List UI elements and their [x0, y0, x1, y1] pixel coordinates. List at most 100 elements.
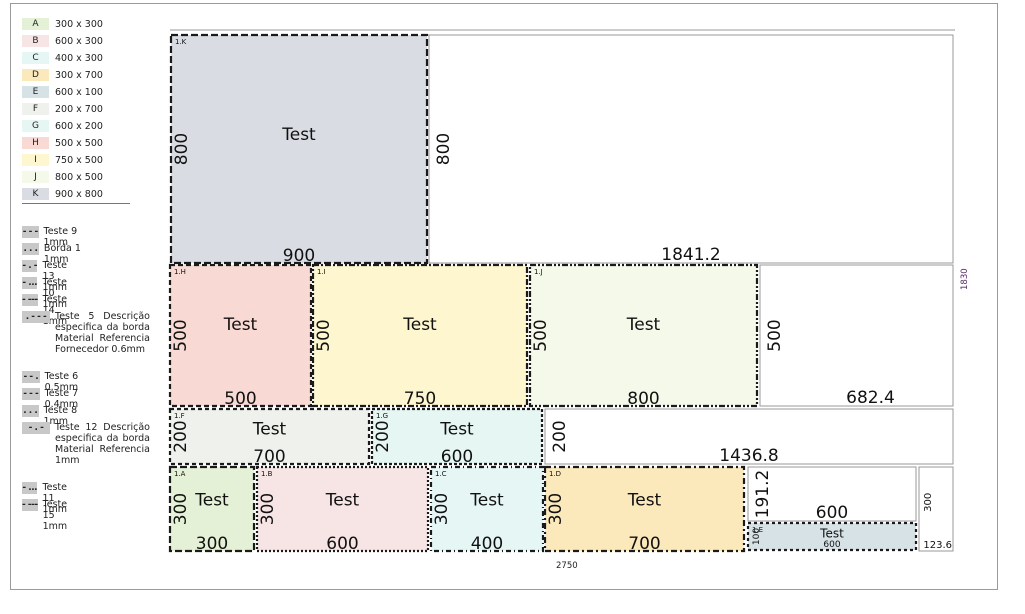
piece-1a: [168, 465, 256, 553]
edge-pattern-icon: . - - -: [22, 311, 50, 323]
piece-height-dim: 300: [258, 493, 278, 525]
piece-name-label: Test: [194, 491, 229, 511]
piece-name-label: Test: [819, 527, 844, 541]
piece-width-dim: 600: [823, 540, 840, 550]
offcut-height-dim: 191.2: [753, 470, 773, 519]
legend-piece-f: F 200 x 700: [22, 102, 103, 116]
piece-id-label: 1.H: [174, 268, 186, 276]
piece-id-label: 1.A: [174, 470, 186, 478]
legend-piece-g: G 600 x 200: [22, 119, 103, 133]
offcut-area: [759, 264, 954, 407]
edge-pattern-icon: - ---: [22, 294, 38, 306]
piece-name-label: Test: [281, 125, 316, 145]
edge-pattern-icon: - . -: [22, 260, 38, 272]
legend-swatch: G: [22, 120, 49, 132]
piece-1g: [370, 407, 544, 466]
piece-1j: [528, 263, 759, 408]
offcut-area: [747, 466, 917, 522]
legend-swatch: B: [22, 35, 49, 47]
legend-piece-size: 600 x 200: [55, 120, 103, 132]
edge-pattern-icon: - ---: [22, 499, 38, 511]
edge-pattern-icon: - ...: [22, 482, 38, 494]
legend-edge-item: - - - Teste 7 0.4mm: [22, 388, 89, 410]
edge-description: Teste 11 1mm: [42, 482, 68, 515]
edge-description: Teste 14 1mm: [42, 294, 68, 327]
piece-height-dim: 200: [171, 420, 191, 452]
legend-edge-item: - - .Teste 6 0.5mm: [22, 371, 89, 393]
piece-width-dim: 600: [326, 534, 358, 553]
legend-piece-size: 750 x 500: [55, 154, 103, 166]
legend-piece-d: D 300 x 700: [22, 68, 103, 82]
legend-piece-size: 400 x 300: [55, 52, 103, 64]
piece-id-label: 1.E: [752, 526, 763, 534]
edge-description: Teste 15 1mm: [42, 499, 68, 532]
piece-name-label: Test: [402, 315, 437, 335]
legend-swatch: F: [22, 103, 49, 115]
edge-description: Teste 5 Descrição especifica da borda Ma…: [55, 311, 150, 355]
piece-id-label: 1.C: [435, 470, 447, 478]
edge-description: Teste 10 1mm: [42, 277, 68, 310]
piece-1k: [169, 33, 429, 265]
offcut-width-dim: 123.6: [923, 540, 952, 551]
piece-height-dim: 800: [172, 133, 192, 165]
piece-id-label: 1.I: [317, 268, 326, 276]
legend-piece-size: 800 x 500: [55, 171, 103, 183]
offcut-width-dim: 1841.2: [661, 245, 720, 265]
piece-id-label: 1.D: [549, 470, 561, 478]
offcut-height-dim: 800: [434, 133, 454, 165]
legend-piece-size: 300 x 700: [55, 69, 103, 81]
piece-name-label: Test: [223, 315, 258, 335]
legend-edge-item: . - - - Teste 5 Descrição especifica da b…: [22, 311, 150, 355]
piece-width-dim: 300: [196, 534, 228, 553]
legend-edge-item: - ... Teste 11 1mm: [22, 482, 80, 515]
offcut-height-dim: 300: [923, 493, 934, 512]
legend-swatch: A: [22, 18, 49, 30]
piece-height-dim: 300: [546, 493, 566, 525]
legend-edge-item: - --- Teste 14 1mm: [22, 294, 80, 327]
edge-description: Borda 1 1mm: [43, 243, 81, 265]
drawing-frame: [10, 3, 998, 590]
legend-swatch: J: [22, 171, 49, 183]
edge-pattern-icon: - - -: [22, 388, 40, 400]
edge-description: Teste 7 0.4mm: [44, 388, 79, 410]
piece-width-dim: 800: [627, 389, 659, 409]
legend-piece-a: A 300 x 300: [22, 17, 103, 31]
legend-swatch: K: [22, 188, 49, 200]
piece-height-dim: 300: [432, 493, 452, 525]
legend-edge-item: - ...Teste 10 1mm: [22, 277, 80, 310]
legend-piece-size: 600 x 100: [55, 86, 103, 98]
offcut-area: [428, 34, 954, 264]
piece-id-label: 1.B: [261, 470, 273, 478]
legend-edge-item: . . .Borda 1 1mm: [22, 243, 83, 265]
piece-id-label: 1.F: [174, 412, 185, 420]
legend-edge-item: . . .Teste 8 1mm: [22, 405, 80, 427]
edge-pattern-icon: - . -: [22, 422, 50, 434]
piece-1e: [746, 521, 918, 552]
offcut-height-dim: 500: [765, 319, 785, 351]
legend-swatch: I: [22, 154, 49, 166]
offcut-area: [544, 408, 954, 465]
piece-name-label: Test: [627, 491, 662, 511]
legend-swatch: D: [22, 69, 49, 81]
piece-name-label: Test: [626, 315, 661, 335]
legend-piece-size: 200 x 700: [55, 103, 103, 115]
piece-width-dim: 400: [471, 534, 503, 553]
offcut-width-dim: 1436.8: [719, 446, 778, 466]
offcut-area: [918, 466, 954, 552]
piece-width-dim: 700: [253, 447, 285, 467]
edge-description: Teste 8 1mm: [43, 405, 78, 427]
legend-piece-size: 300 x 300: [55, 18, 103, 30]
offcut-width-dim: 682.4: [846, 388, 895, 408]
sheet-height-label: 1830: [960, 268, 970, 290]
piece-name-label: Test: [325, 491, 360, 511]
piece-width-dim: 900: [283, 246, 315, 266]
cutting-plan: 1.KTest9008001.HTest5005001.ITest7505001…: [168, 29, 955, 553]
offcut-height-dim: 200: [550, 420, 570, 452]
legend-edge-item: - . -Teste 13 1mm: [22, 260, 80, 293]
legend-edge-item: - . -Teste 12 Descrição especifica da bo…: [22, 422, 150, 466]
piece-height-dim: 500: [314, 319, 334, 351]
